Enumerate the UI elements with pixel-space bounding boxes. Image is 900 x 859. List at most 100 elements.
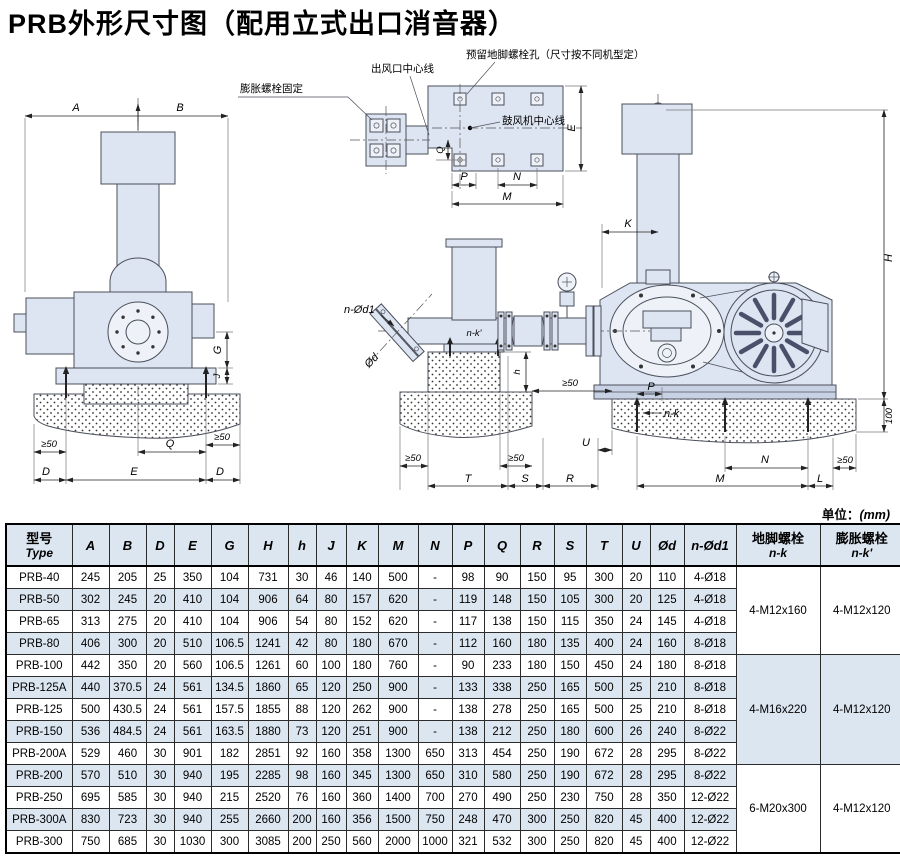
value-cell: 30 [145,742,175,765]
value-cell: 245 [71,565,110,589]
value-cell: 24 [145,676,175,699]
value-cell: 20 [621,588,651,611]
unit-label: 单位： [821,508,860,522]
value-cell: 350 [108,654,147,677]
value-cell: 500 [585,698,623,721]
dim-D: D [42,466,50,478]
value-cell: 30 [145,830,175,854]
value-cell: 500 [377,565,419,589]
gearbox [25,297,75,355]
value-cell: 88 [287,698,317,721]
value-cell: 529 [71,742,110,765]
value-cell: 12-Ø22 [683,808,737,831]
dim-Q: Q [435,146,446,154]
value-cell: 1500 [377,808,419,831]
value-cell: 165 [553,698,587,721]
value-cell: 358 [345,742,379,765]
value-cell: 180 [519,632,555,655]
value-cell: 940 [173,764,212,787]
value-cell: 484.5 [108,720,147,743]
value-cell: 8-Ø18 [683,676,737,699]
value-cell: 212 [483,720,521,743]
value-cell: 54 [287,610,317,633]
value-cell: - [417,632,453,655]
technical-drawing: A B G J Q ≥50 ≥50 D E D [13,48,895,490]
value-cell: 138 [451,698,485,721]
value-cell: - [417,720,453,743]
model-cell: PRB-50 [5,588,73,611]
value-cell: 906 [247,610,289,633]
value-cell: 278 [483,698,521,721]
model-cell: PRB-200A [5,742,73,765]
value-cell: 4-Ø18 [683,610,737,633]
column-header-N: N [417,523,453,567]
value-cell: 110 [649,565,685,589]
value-cell: 700 [417,786,453,809]
dim-N: N [513,171,521,183]
value-cell: 134.5 [210,676,249,699]
value-cell: 250 [345,676,379,699]
value-cell: 200 [287,808,317,831]
value-cell: 25 [145,565,175,589]
value-cell: 4-Ø18 [683,565,737,589]
value-cell: 600 [585,720,623,743]
dim-P: P [460,171,468,183]
value-cell: 510 [108,764,147,787]
column-header-P: P [451,523,485,567]
anchor-bolt-cell: 6-M20x300 [735,764,821,854]
value-cell: 440 [71,676,110,699]
value-cell: 2285 [247,764,289,787]
value-cell: 106.5 [210,632,249,655]
value-cell: 830 [71,808,110,831]
value-cell: 250 [519,764,555,787]
value-cell: 133 [451,676,485,699]
dim-G: G [212,345,224,354]
column-header-G: G [210,523,249,567]
unit-note: 单位：(mm) [822,504,890,523]
value-cell: 820 [585,830,623,854]
value-cell: 561 [173,698,212,721]
value-cell: 30 [145,808,175,831]
value-cell: 245 [108,588,147,611]
plan-view: 鼓风机中心线 Q E P N M [350,84,587,208]
value-cell: 350 [585,610,623,633]
value-cell: 160 [315,742,347,765]
value-cell: 112 [451,632,485,655]
value-cell: 28 [621,742,651,765]
value-cell: 20 [145,654,175,677]
value-cell: 250 [519,786,555,809]
dim-E: E [566,124,578,132]
value-cell: 76 [287,786,317,809]
dim-U: U [582,437,590,449]
value-cell: 45 [621,808,651,831]
value-cell: 98 [287,764,317,787]
value-cell: 410 [173,610,212,633]
value-cell: 8-Ø22 [683,764,737,787]
model-cell: PRB-80 [5,632,73,655]
value-cell: 750 [71,830,110,854]
value-cell: 262 [345,698,379,721]
dim-nk: n-k [664,408,680,420]
value-cell: 248 [451,808,485,831]
value-cell: 906 [247,588,289,611]
value-cell: 140 [345,565,379,589]
value-cell: 1880 [247,720,289,743]
value-cell: 350 [173,565,212,589]
value-cell: 650 [417,742,453,765]
column-header-S: S [553,523,587,567]
value-cell: 695 [71,786,110,809]
value-cell: 160 [315,808,347,831]
value-cell: 295 [649,764,685,787]
value-cell: 45 [621,830,651,854]
value-cell: 360 [345,786,379,809]
anchor-bolt-cn: 地脚螺栓 [751,530,804,546]
shaft-end [13,313,27,333]
value-cell: 585 [108,786,147,809]
foundation-hatch [611,398,857,444]
value-cell: 900 [377,720,419,743]
value-cell: 250 [553,830,587,854]
